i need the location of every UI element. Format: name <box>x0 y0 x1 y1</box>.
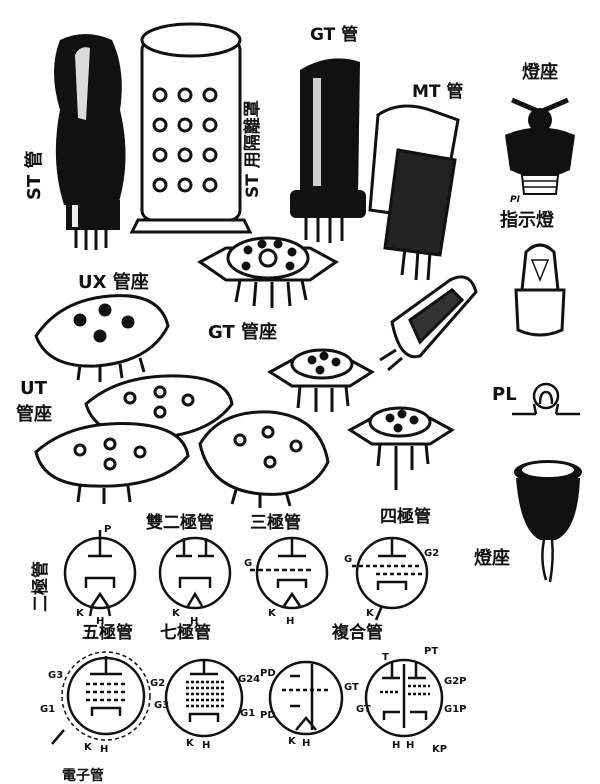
pin-compound2-kp: KP <box>432 744 447 755</box>
label-double-diode: 雙二極管 <box>146 512 214 533</box>
label-diode: 二極管 <box>30 561 51 612</box>
pin-triode-g: G <box>244 558 252 569</box>
double-diode-symbol <box>158 536 232 610</box>
pin-double-diode-k: K <box>172 608 181 619</box>
indicator-lamp-drawing <box>514 243 566 337</box>
label-st-shield: ST 用隔離罩 <box>242 100 263 198</box>
pin-compound2-gt: GT <box>356 704 371 715</box>
pin-compound2-pt: PT <box>424 646 438 657</box>
pin-heptode-g24: G24 <box>238 674 260 685</box>
pin-triode-k: K <box>268 608 277 619</box>
pin-heptode-g3: G3 <box>154 700 169 711</box>
pin-compound-pd-bottom: PD <box>260 710 276 721</box>
label-compound: 複合管 <box>331 622 383 643</box>
pin-pentode-g3: G3 <box>48 670 63 681</box>
label-indicator-lamp: 指示燈 <box>500 209 555 231</box>
octal-socket-1-drawing <box>267 348 375 412</box>
label-gt-tube: GT 管 <box>310 24 358 45</box>
mt-tube-tilted-drawing <box>379 275 478 372</box>
mt-tube-drawing <box>368 104 460 281</box>
pin-diode-k: K <box>76 608 85 619</box>
pin-heptode-h: H <box>202 740 210 751</box>
pin-tetrode-g2: G2 <box>424 548 439 559</box>
label-st-tube: ST 管 <box>23 150 45 200</box>
label-lamp-socket-bottom: 燈座 <box>474 547 510 569</box>
pin-heptode-k: K <box>186 738 195 749</box>
label-pentode: 五極管 <box>82 622 133 643</box>
pin-compound2-h1: H <box>392 740 400 751</box>
lamp-socket-top-drawing <box>505 97 575 195</box>
label-ut-socket-line1: UT <box>20 378 48 399</box>
label-pl-symbol: PL <box>492 384 517 405</box>
compound-diode-triode-symbol <box>268 660 344 736</box>
label-ut-socket-line2: 管座 <box>16 403 52 425</box>
diode-symbol <box>63 530 137 617</box>
pin-diode-h: H <box>96 616 104 627</box>
lamp-socket-bottom-drawing <box>514 460 582 583</box>
footer-caption: 電子管 <box>62 767 104 784</box>
label-triode: 三極管 <box>250 512 301 533</box>
pin-pentode-g1: G1 <box>40 704 55 715</box>
pin-compound-h: H <box>302 738 310 749</box>
octal-socket-2-drawing <box>347 406 455 490</box>
label-tetrode: 四極管 <box>380 506 431 527</box>
pin-heptode-g1: G1 <box>240 708 255 719</box>
pin-compound2-h2: H <box>406 740 414 751</box>
ut-sockets-drawing <box>34 374 330 508</box>
pl-lamp-symbol <box>512 382 580 416</box>
heptode-symbol <box>164 658 244 738</box>
pin-tetrode-g: G <box>344 554 352 565</box>
pin-compound2-t: T <box>382 652 389 663</box>
pin-double-diode-h: H <box>190 616 198 627</box>
pin-tetrode-k: K <box>366 608 375 619</box>
triode-symbol <box>250 536 329 610</box>
pin-compound2-g2p: G2P <box>444 676 467 687</box>
pin-compound-pd-top: PD <box>260 668 276 679</box>
pentode-symbol <box>51 651 151 745</box>
label-gt-socket: GT 管座 <box>208 321 277 343</box>
label-pl-code: PI <box>510 195 521 205</box>
st-tube-drawing <box>54 34 126 250</box>
pin-diode-p: P <box>104 524 111 535</box>
label-ux-socket: UX 管座 <box>78 271 149 293</box>
compound-pentode-triode-symbol <box>364 658 444 738</box>
pin-pentode-k: K <box>84 742 93 753</box>
gt-socket-drawing <box>197 236 339 308</box>
label-lamp-socket-top: 燈座 <box>522 61 558 83</box>
gt-tube-drawing <box>290 58 366 243</box>
tetrode-symbol <box>352 536 429 621</box>
pin-compound2-g1p: G1P <box>444 704 467 715</box>
st-shield-drawing <box>129 22 253 234</box>
ux-socket-drawing <box>34 294 170 382</box>
label-mt-tube: MT 管 <box>412 81 463 102</box>
pin-pentode-g2: G2 <box>150 678 165 689</box>
pin-pentode-h: H <box>100 744 108 755</box>
label-heptode: 七極管 <box>160 622 211 643</box>
pin-compound-gt: GT <box>344 682 359 693</box>
pin-triode-h: H <box>286 616 294 627</box>
pin-compound-k: K <box>288 736 297 747</box>
